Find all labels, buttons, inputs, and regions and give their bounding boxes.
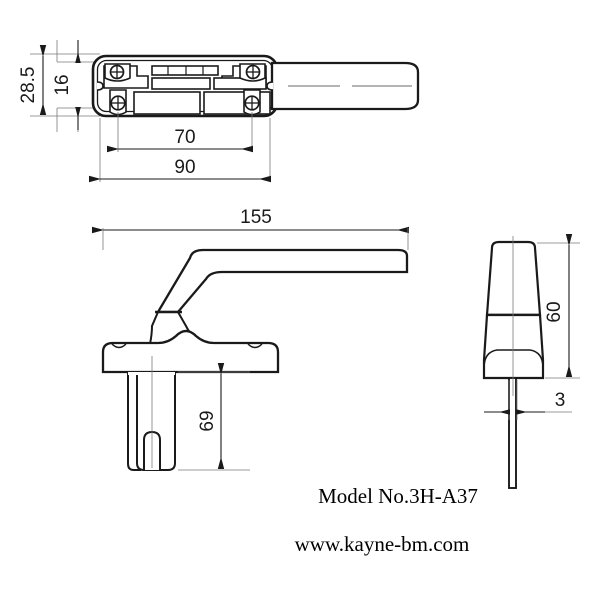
top-view: 28.5 16 — [18, 40, 420, 183]
dimension-90: 90 — [89, 157, 271, 183]
front-view-base-plate — [101, 329, 280, 374]
top-view-handle-arm — [270, 61, 420, 111]
dimension-label-3: 3 — [555, 390, 566, 411]
dimension-label-155: 155 — [240, 207, 272, 228]
screw-hole-icon — [239, 63, 266, 82]
dimension-16: 16 — [52, 40, 81, 130]
front-view-spindle-fork — [127, 371, 176, 471]
dimension-label-60: 60 — [544, 301, 565, 322]
dimension-label-16: 16 — [52, 74, 73, 95]
dimension-60: 60 — [537, 234, 580, 379]
top-view-fastener-holes — [104, 63, 266, 116]
website-label: www.kayne-bm.com — [295, 532, 470, 556]
top-view-edge-bosses — [96, 81, 274, 91]
side-view-lower-body — [482, 313, 545, 380]
dimension-70: 70 — [107, 127, 253, 153]
dimension-label-69: 69 — [197, 410, 218, 431]
dimension-69: 69 — [178, 363, 250, 471]
dimension-3: 3 — [484, 380, 572, 420]
top-view-witness-lines — [99, 112, 271, 182]
dimension-label-70: 70 — [174, 127, 195, 148]
side-view: 60 3 — [482, 234, 580, 489]
model-number-label: Model No.3H-A37 — [318, 484, 478, 508]
front-elevation-view: 155 — [92, 207, 409, 471]
screw-hole-icon — [243, 89, 261, 116]
screw-hole-icon — [104, 63, 131, 82]
side-view-spindle — [508, 377, 517, 489]
caption-block: Model No.3H-A37 www.kayne-bm.com — [295, 484, 478, 556]
dimension-label-28-5: 28.5 — [18, 67, 39, 104]
dimension-155: 155 — [92, 207, 409, 250]
side-view-skirt-fillet — [483, 349, 544, 369]
dimension-label-90: 90 — [174, 157, 195, 178]
side-view-upper-body — [485, 240, 542, 317]
dimension-28-5: 28.5 — [18, 45, 47, 115]
front-view-handle-outline — [148, 248, 409, 345]
screw-hole-icon — [109, 89, 127, 116]
